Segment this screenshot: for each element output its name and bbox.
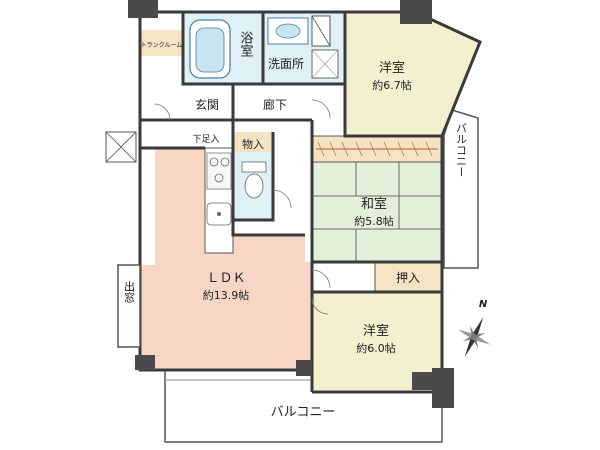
toilet xyxy=(241,161,267,199)
walls xyxy=(138,10,482,394)
bay-window xyxy=(117,264,141,348)
pipe-shaft-washroom xyxy=(311,15,331,47)
japanese-room-name: 和室 xyxy=(361,196,387,212)
western-room-1-size: 約6.7帖 xyxy=(372,78,412,92)
japanese-room-size: 約5.8帖 xyxy=(354,214,394,228)
door-swings xyxy=(153,99,331,315)
kitchen-counter xyxy=(204,147,234,254)
entrance-label: 玄関 xyxy=(195,97,219,112)
ldk-name: ＬＤＫ xyxy=(206,271,245,286)
washbasin xyxy=(267,17,339,79)
bathtub xyxy=(189,19,231,79)
shoe-box-label: 下足入 xyxy=(192,134,219,145)
pipe-shaft xyxy=(105,131,137,163)
storage-area xyxy=(233,132,273,152)
bay-window-label: 出窓 xyxy=(123,280,136,303)
storage-label: 物入 xyxy=(242,137,264,151)
closet-western-1 xyxy=(311,135,443,163)
closet-oshiire xyxy=(374,261,443,293)
balcony-south-label: バルコニー xyxy=(271,405,336,420)
bath-label-part-1: 浴室 xyxy=(238,31,254,57)
ldk-size: 約13.9帖 xyxy=(203,288,250,302)
japanese-room-floor xyxy=(312,162,442,262)
ldk-floor xyxy=(140,148,312,370)
western-room-1-name: 洋室 xyxy=(379,60,405,76)
western-room-2-name: 洋室 xyxy=(363,323,389,339)
trunk-room-floor xyxy=(140,30,183,56)
corridor-label: 廊下 xyxy=(263,97,287,112)
compass-rose xyxy=(457,317,491,357)
balcony-east-label: バルコニー xyxy=(455,123,468,178)
trunk-room-label: トランクルーム xyxy=(141,42,183,49)
western-room-1-floor xyxy=(345,12,478,136)
structural-columns xyxy=(128,0,454,408)
washroom-label: 洗面所 xyxy=(268,57,304,71)
western-room-2-size: 約6.0帖 xyxy=(356,341,396,355)
compass-north-label: N xyxy=(479,299,488,310)
closet-label: 押入 xyxy=(396,271,420,285)
